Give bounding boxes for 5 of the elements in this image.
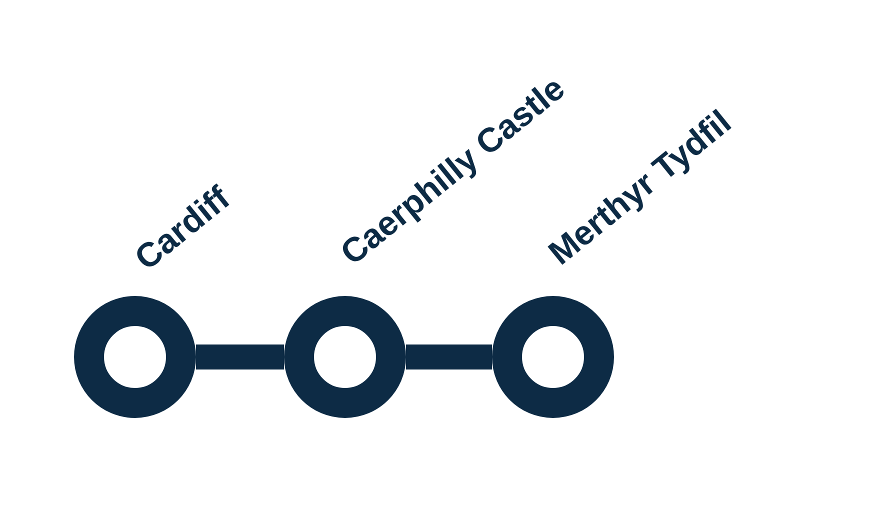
- station-ring: [492, 296, 614, 418]
- station-ring: [74, 296, 196, 418]
- station-ring: [284, 296, 406, 418]
- track-line: [406, 344, 492, 370]
- track-line: [196, 344, 284, 370]
